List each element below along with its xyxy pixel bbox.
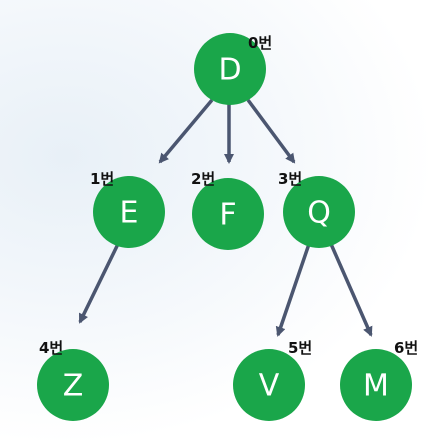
node-e-index-label: 1번 (90, 170, 114, 188)
node-e: E 1번 (90, 170, 165, 248)
node-f-letter: F (219, 198, 236, 233)
node-v-circle (233, 349, 305, 421)
node-m: M 6번 (340, 339, 418, 421)
node-f-index-label: 2번 (191, 170, 215, 188)
node-d: D 0번 (194, 33, 272, 105)
edge-e-z (78, 243, 120, 324)
node-m-letter: M (363, 369, 389, 404)
node-e-letter: E (120, 196, 139, 231)
node-d-index-label: 0번 (248, 34, 272, 52)
node-q-index-label: 3번 (278, 170, 302, 188)
node-z: Z 4번 (37, 339, 109, 421)
node-q: Q 3번 (278, 170, 355, 248)
node-v: V 5번 (233, 339, 312, 421)
node-d-letter: D (218, 53, 241, 88)
edges-layer (78, 98, 373, 337)
node-q-letter: Q (307, 196, 331, 231)
node-f-circle (192, 178, 264, 250)
node-m-circle (340, 349, 412, 421)
node-v-index-label: 5번 (288, 339, 312, 357)
node-d-circle (194, 33, 266, 105)
node-z-letter: Z (63, 369, 84, 404)
edge-q-v (275, 243, 311, 337)
node-e-circle (93, 176, 165, 248)
node-z-circle (37, 349, 109, 421)
edge-d-q (246, 98, 296, 164)
nodes-layer: D 0번 E 1번 F 2번 Q 3번 Z 4번 V 5번 (37, 33, 418, 421)
edge-d-e (158, 98, 214, 164)
node-z-index-label: 4번 (39, 339, 63, 357)
node-q-circle (283, 176, 355, 248)
node-v-letter: V (259, 369, 280, 404)
node-m-index-label: 6번 (394, 339, 418, 357)
node-f: F 2번 (191, 170, 264, 250)
edge-q-m (329, 243, 373, 337)
